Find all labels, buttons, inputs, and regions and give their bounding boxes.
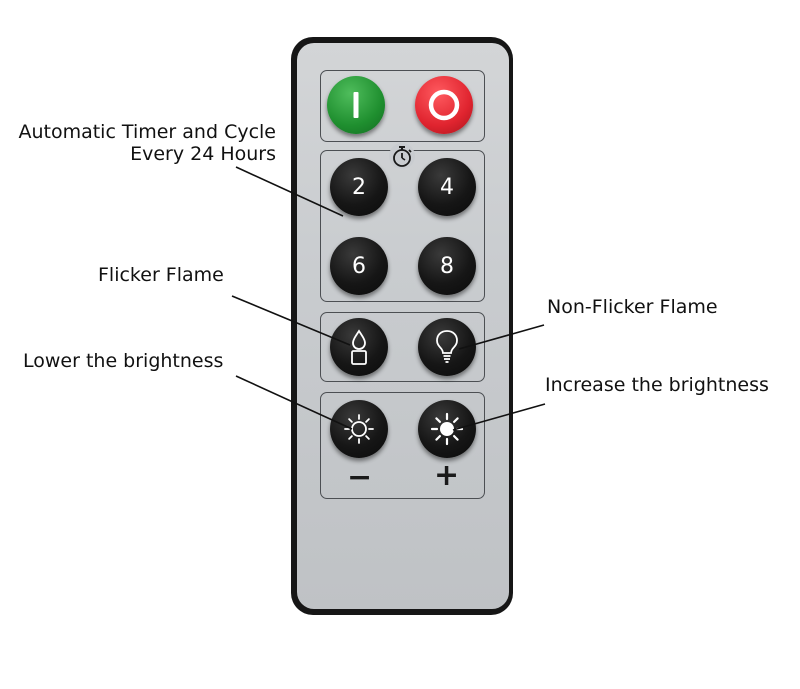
timer-8h-button[interactable]: 8 (418, 237, 476, 295)
lower-brightness-label: Lower the brightness (23, 350, 224, 372)
timer-label-line1: Automatic Timer and Cycle (18, 121, 276, 143)
timer-label-line2: Every 24 Hours (130, 143, 276, 165)
sun-filled-icon (430, 412, 464, 446)
power-on-button[interactable] (327, 76, 385, 134)
timer-8h-label: 8 (440, 253, 454, 279)
power-off-icon (428, 89, 460, 121)
timer-2h-button[interactable]: 2 (330, 158, 388, 216)
power-panel (320, 70, 485, 142)
flicker-flame-button[interactable] (330, 318, 388, 376)
timer-4h-label: 4 (440, 174, 454, 200)
non-flicker-flame-button[interactable] (418, 318, 476, 376)
brighten-button[interactable] (418, 400, 476, 458)
sun-outline-icon (344, 414, 374, 444)
timer-6h-button[interactable]: 6 (330, 237, 388, 295)
flicker-label: Flicker Flame (98, 264, 224, 286)
dim-button[interactable] (330, 400, 388, 458)
non-flicker-label: Non-Flicker Flame (547, 296, 718, 318)
timer-6h-label: 6 (352, 253, 366, 279)
plus-sign: + (434, 458, 460, 493)
candle-flame-icon (351, 329, 367, 365)
brightness-panel (320, 392, 485, 499)
increase-brightness-label: Increase the brightness (545, 374, 769, 396)
power-off-button[interactable] (415, 76, 473, 134)
timer-4h-button[interactable]: 4 (418, 158, 476, 216)
timer-2h-label: 2 (352, 174, 366, 200)
light-bulb-icon (436, 330, 458, 363)
power-on-icon (353, 92, 359, 118)
stopwatch-icon (389, 143, 415, 169)
minus-sign: − (347, 460, 373, 495)
